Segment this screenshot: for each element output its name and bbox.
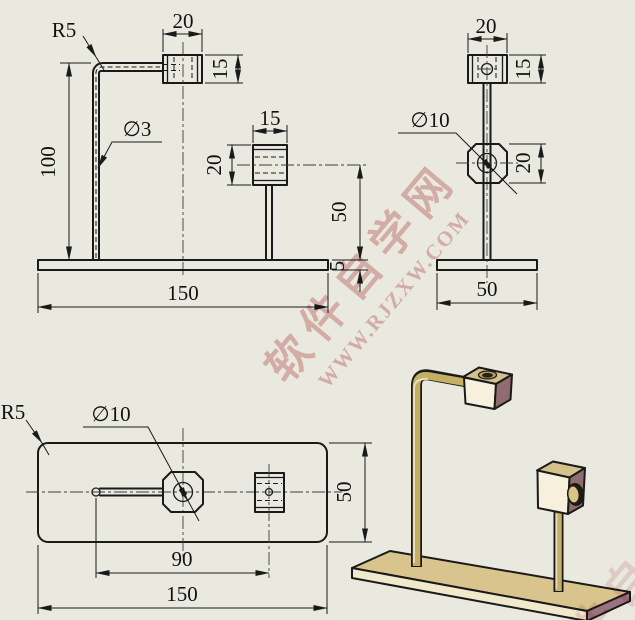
dim-label-column-height: 100 — [36, 146, 60, 178]
dim-label-top-plate-width: 50 — [332, 482, 356, 503]
iso-top-cube-hole — [482, 372, 493, 378]
dim-label-side-hole-diameter: ∅10 — [410, 108, 449, 132]
iso-lower-cube-hole-inner — [568, 486, 579, 503]
dim-label-base-thickness: 5 — [325, 261, 349, 272]
top-hole-block — [162, 471, 204, 513]
top-hole-circle — [172, 481, 194, 503]
iso-plate-front — [351, 567, 588, 620]
dim-label-hole-spacing: 90 — [172, 547, 193, 571]
iso-top-cube-side — [493, 373, 513, 410]
front-view: R5 20 15 ∅3 100 15 20 50 5 — [36, 9, 368, 313]
dim-label-small-block-width: 15 — [260, 106, 281, 130]
front-base-plate — [37, 259, 329, 271]
dim-label-side-block-width: 20 — [476, 14, 497, 38]
dim-label-front-radius: R5 — [52, 18, 77, 42]
rod-tip-circle — [91, 487, 101, 497]
dim-label-small-block-height: 20 — [202, 155, 226, 176]
front-top-block — [162, 54, 203, 84]
top-plate — [37, 442, 328, 543]
rod-outer-edge — [92, 62, 164, 261]
rod-centerline — [95, 66, 160, 258]
dim-label-front-top-block-height: 15 — [208, 59, 232, 80]
dim-label-rod-diameter: ∅3 — [123, 117, 152, 141]
top-rod — [99, 487, 164, 497]
front-post — [265, 184, 273, 261]
rod-inner-edge — [98, 70, 164, 261]
side-view: ∅10 20 15 20 50 — [398, 14, 546, 310]
top-view: R5 ∅10 50 90 150 — [1, 400, 372, 614]
dim-label-top-hole-diameter: ∅10 — [91, 402, 130, 426]
dim-label-side-block-height: 15 — [511, 59, 535, 80]
iso-lower-cube-front — [536, 469, 571, 515]
side-base-plate — [436, 259, 538, 271]
iso-plate-end — [586, 591, 631, 620]
dim-label-front-top-block-width: 20 — [173, 9, 194, 33]
dim-label-base-length: 150 — [167, 281, 199, 305]
side-top-block — [467, 54, 508, 84]
iso-top-cube-front — [463, 376, 497, 410]
dim-label-top-corner-radius: R5 — [1, 400, 26, 424]
iso-view — [351, 366, 631, 620]
top-small-block — [254, 472, 285, 513]
dim-label-side-block2-height: 20 — [511, 153, 535, 174]
iso-bent-rod-outline — [411, 369, 468, 567]
dim-label-block-axis-height: 50 — [327, 202, 351, 223]
dim-label-side-base-width: 50 — [477, 277, 498, 301]
dim-label-top-plate-length: 150 — [166, 582, 198, 606]
side-hole-block — [467, 143, 508, 184]
